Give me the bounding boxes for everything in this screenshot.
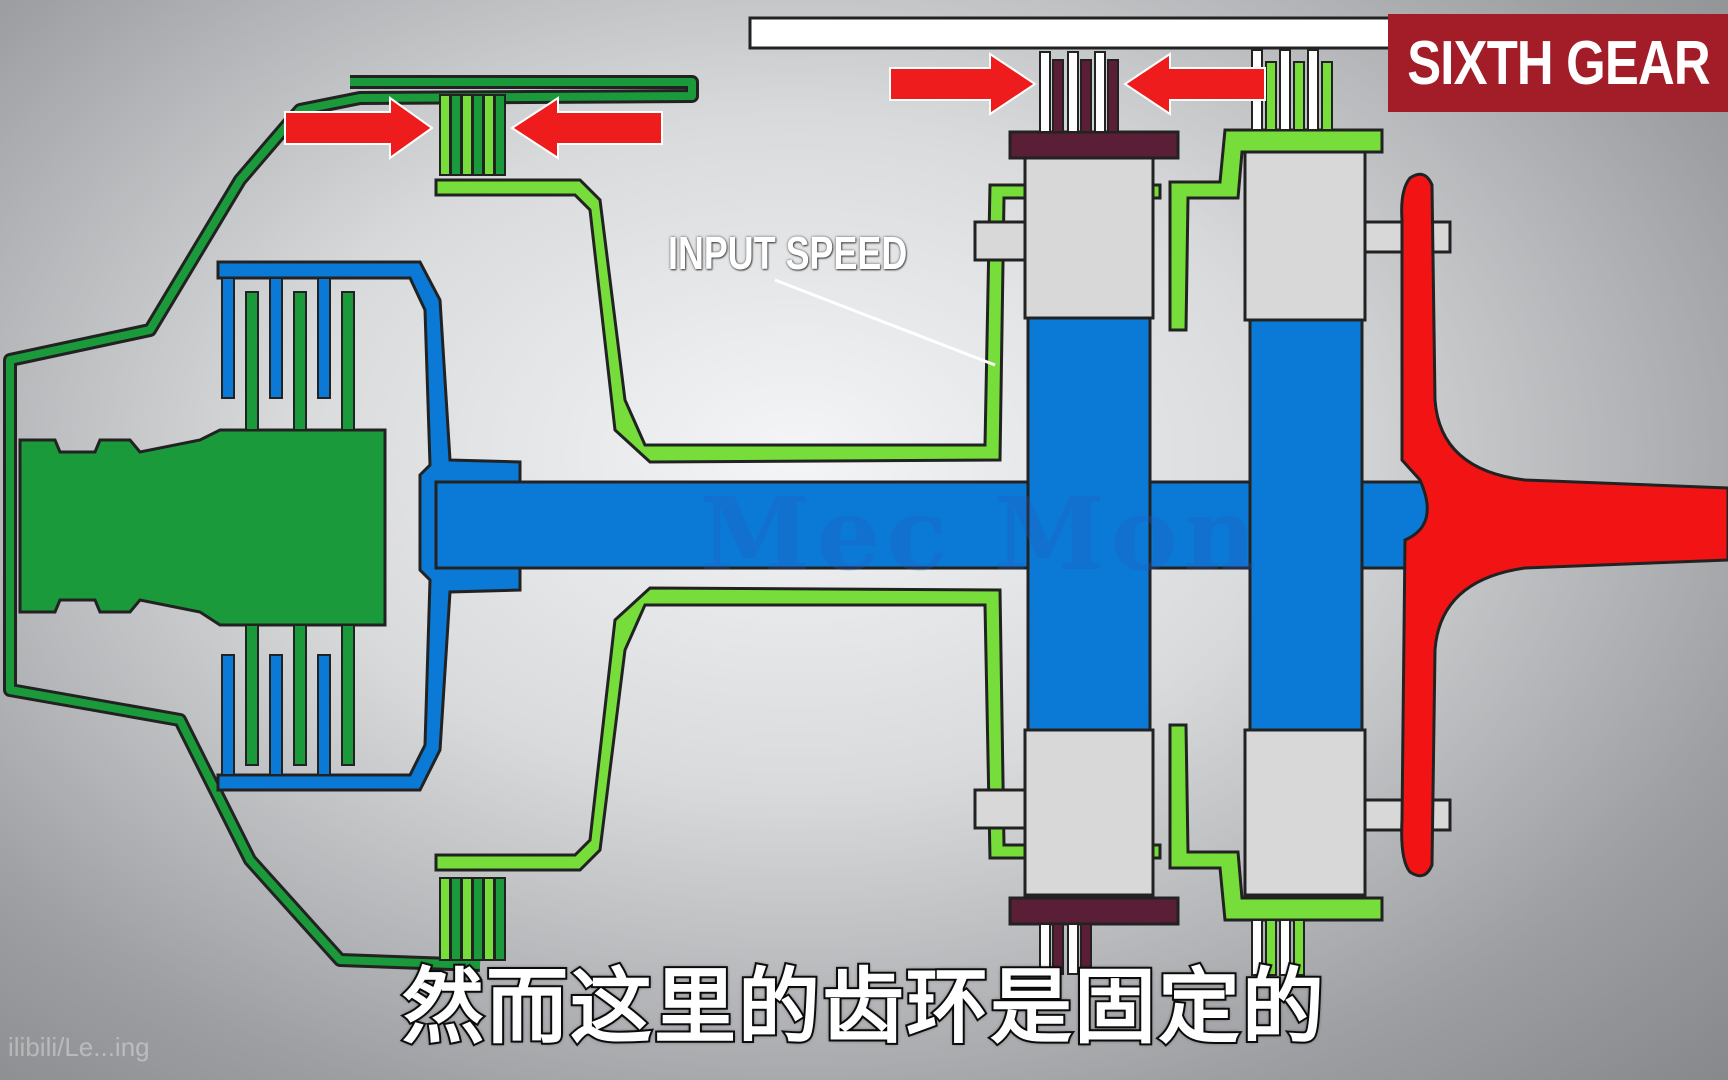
dark-green-top-plates	[450, 94, 506, 961]
green-clutch-plates	[245, 291, 355, 766]
brake-plates-top	[1039, 51, 1119, 975]
callout-leader	[774, 278, 996, 367]
input-speed-label: INPUT SPEED	[668, 227, 908, 279]
top-housing-bar	[748, 16, 1392, 50]
subtitle-caption: 然而这里的齿环是固定的	[400, 958, 1326, 1057]
maroon-ring-top	[1008, 130, 1180, 160]
light-green-drum-upper	[434, 178, 1162, 464]
gear-badge: SIXTH GEAR	[1388, 14, 1728, 112]
gear-badge-label: SIXTH GEAR	[1406, 28, 1710, 98]
blue-clutch-drum	[216, 260, 522, 792]
input-hub	[18, 428, 387, 627]
arrow-brake-right	[889, 52, 1037, 116]
bottom-watermark: ilibili/Le...ing	[8, 1032, 150, 1062]
light-green-drum-lower	[434, 586, 1162, 872]
watermark: Mec Mon	[700, 475, 1263, 593]
arrow-left-clutch-right	[284, 96, 434, 160]
arrow-left-clutch-left	[510, 96, 663, 160]
blue-clutch-plates	[221, 277, 331, 776]
arrow-brake-left	[1123, 52, 1266, 116]
red-output-shaft	[1400, 172, 1728, 878]
planetary-set-1	[973, 156, 1155, 897]
maroon-ring-bottom	[1008, 896, 1180, 926]
planetary-set-2	[1243, 148, 1452, 897]
green-carrier-link	[1168, 128, 1384, 332]
